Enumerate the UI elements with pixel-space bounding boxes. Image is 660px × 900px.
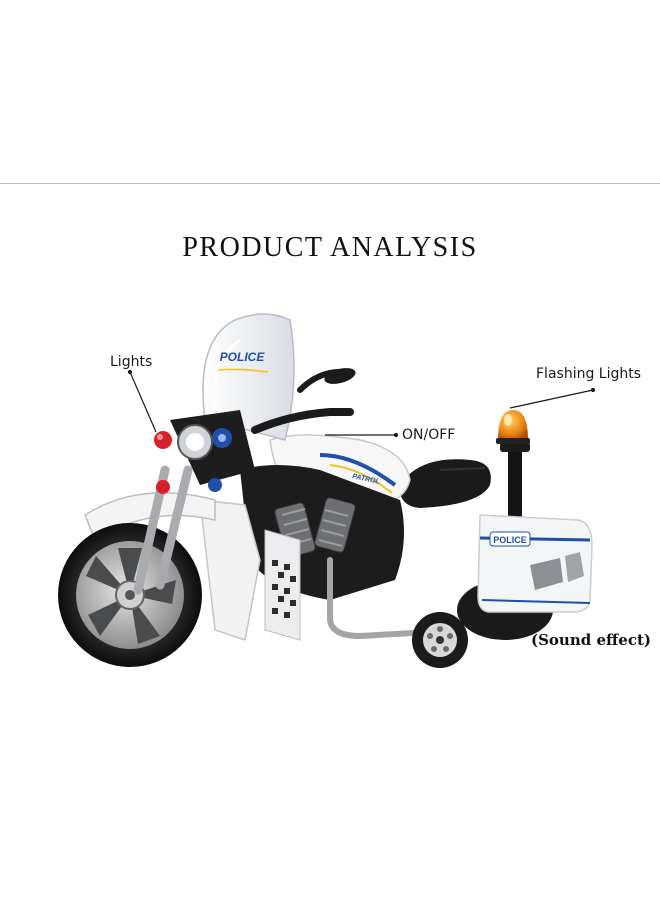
callout-on-off: ON/OFF	[402, 427, 456, 443]
callout-lines	[127, 369, 596, 438]
seat	[399, 459, 491, 508]
lower-fairing	[199, 499, 301, 641]
windshield-decal: POLICE	[220, 350, 266, 364]
flashing-beacon-icon	[496, 410, 530, 444]
callout-flashing-lights: Flashing Lights	[536, 366, 642, 382]
rear-sidebox: POLICE	[477, 514, 593, 613]
top-divider	[0, 183, 660, 184]
beacon-post	[500, 442, 530, 520]
training-wheel	[412, 612, 468, 668]
sidebox-decal: POLICE	[493, 535, 527, 545]
headlight-cluster	[170, 410, 255, 492]
red-light-icon	[154, 431, 172, 494]
page-title: PRODUCT ANALYSIS	[182, 232, 478, 263]
windshield: POLICE	[202, 313, 295, 441]
front-wheel	[58, 523, 202, 667]
handlebar	[251, 368, 356, 434]
callout-lights: Lights	[110, 354, 153, 370]
callout-sound-effect: (Sound effect)	[531, 631, 652, 649]
